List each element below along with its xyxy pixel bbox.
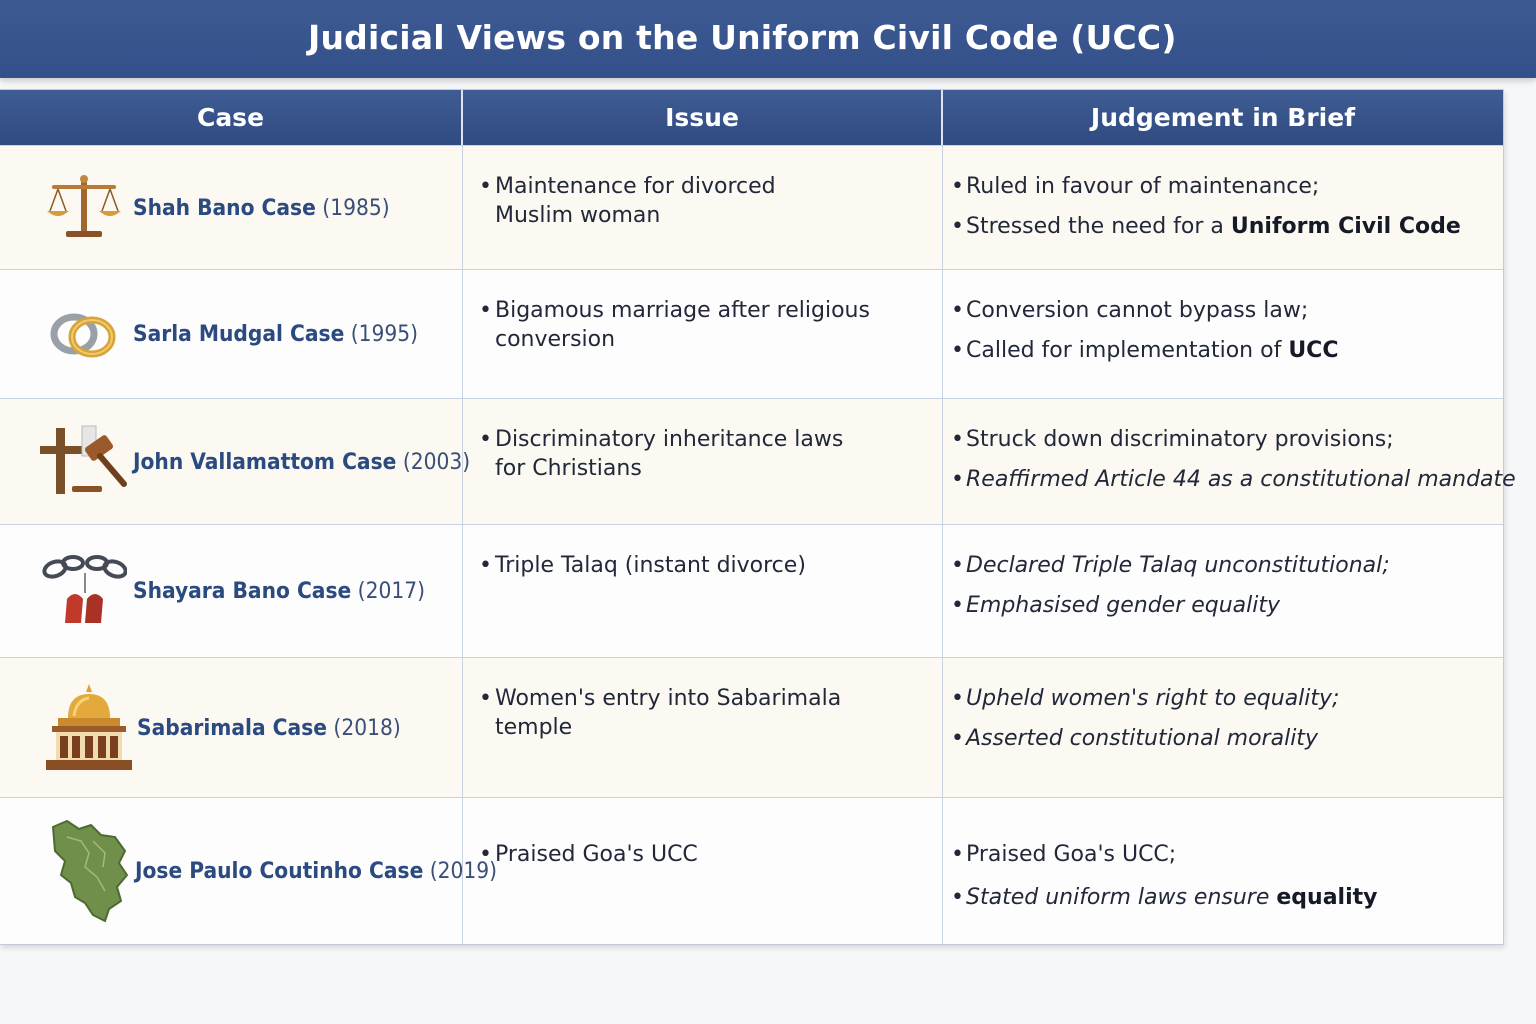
- judgement-cell: •Upheld women's right to equality; •Asse…: [943, 658, 1503, 797]
- judgement-line: •Praised Goa's UCC;: [951, 842, 1177, 867]
- judgement-line: •Struck down discriminatory provisions;: [951, 427, 1394, 452]
- table-row: Sabarimala Case (2018) •Women's entry in…: [0, 657, 1503, 797]
- judgement-line: •Called for implementation of UCC: [951, 338, 1339, 363]
- judgement-cell: •Praised Goa's UCC; •Stated uniform laws…: [943, 798, 1503, 944]
- cross-and-gavel-icon: [38, 416, 130, 508]
- case-name: Jose Paulo Coutinho Case (2019): [135, 858, 498, 884]
- case-name: John Vallamattom Case (2003): [133, 448, 471, 475]
- judgement-line: •Declared Triple Talaq unconstitutional;: [951, 553, 1390, 578]
- header-case: Case: [0, 90, 463, 145]
- judgement-line: •Ruled in favour of maintenance;: [951, 174, 1320, 199]
- title-banner: Judicial Views on the Uniform Civil Code…: [0, 0, 1536, 78]
- judgement-cell: •Ruled in favour of maintenance; •Stress…: [943, 146, 1503, 269]
- case-cell: Sabarimala Case (2018): [0, 658, 463, 797]
- scales-of-justice-icon: [38, 162, 130, 254]
- header-issue: Issue: [463, 90, 943, 145]
- judgement-line: •Asserted constitutional morality: [951, 726, 1318, 751]
- case-name: Shayara Bano Case (2017): [133, 578, 425, 604]
- issue-cell: •Women's entry into Sabarimala temple: [463, 658, 943, 797]
- judgement-line: •Stated uniform laws ensure equality: [951, 885, 1378, 910]
- judgement-cell: •Conversion cannot bypass law; •Called f…: [943, 270, 1503, 398]
- case-cell: Shah Bano Case (1985): [0, 146, 463, 269]
- issue-text: •Praised Goa's UCC: [479, 842, 698, 867]
- judgement-cell: •Declared Triple Talaq unconstitutional;…: [943, 525, 1503, 657]
- judgement-line: •Conversion cannot bypass law;: [951, 298, 1309, 323]
- header-judgement: Judgement in Brief: [1090, 103, 1356, 132]
- judgement-cell: •Struck down discriminatory provisions; …: [943, 399, 1516, 524]
- table-header: Case Issue Judgement in Brief: [0, 90, 1503, 145]
- case-name: Shah Bano Case (1985): [133, 194, 390, 221]
- case-cell: Sarla Mudgal Case (1995): [0, 270, 463, 398]
- judgement-line: •Upheld women's right to equality;: [951, 686, 1340, 711]
- issue-text: •Triple Talaq (instant divorce): [479, 553, 806, 578]
- broken-chain-icon: [38, 545, 130, 637]
- page-title: Judicial Views on the Uniform Civil Code…: [308, 18, 1177, 57]
- table-row: Jose Paulo Coutinho Case (2019) •Praised…: [0, 797, 1503, 944]
- temple-icon: [44, 682, 134, 774]
- case-cell: Jose Paulo Coutinho Case (2019): [0, 798, 497, 944]
- ucc-cases-table: Case Issue Judgement in Brief: [0, 89, 1516, 945]
- case-cell: John Vallamattom Case (2003): [0, 399, 470, 524]
- issue-cell: •Praised Goa's UCC: [463, 798, 943, 944]
- table-row: Sarla Mudgal Case (1995) •Bigamous marri…: [0, 269, 1503, 398]
- issue-cell: •Triple Talaq (instant divorce): [463, 525, 943, 657]
- table-row: Shah Bano Case (1985) •Maintenance for d…: [0, 145, 1503, 269]
- table-row: John Vallamattom Case (2003) •Discrimina…: [0, 398, 1516, 524]
- judgement-line: •Reaffirmed Article 44 as a constitution…: [951, 467, 1516, 492]
- issue-text: •Women's entry into Sabarimala temple: [479, 686, 842, 740]
- case-cell: Shayara Bano Case (2017): [0, 525, 463, 657]
- table-row: Shayara Bano Case (2017) •Triple Talaq (…: [0, 524, 1503, 657]
- wedding-rings-icon: [38, 288, 130, 380]
- goa-map-icon: [44, 819, 132, 923]
- judgement-line: •Emphasised gender equality: [951, 593, 1281, 618]
- judgement-line: •Stressed the need for a Uniform Civil C…: [951, 214, 1461, 239]
- case-name: Sarla Mudgal Case (1995): [133, 321, 419, 347]
- case-name: Sabarimala Case (2018): [137, 714, 401, 741]
